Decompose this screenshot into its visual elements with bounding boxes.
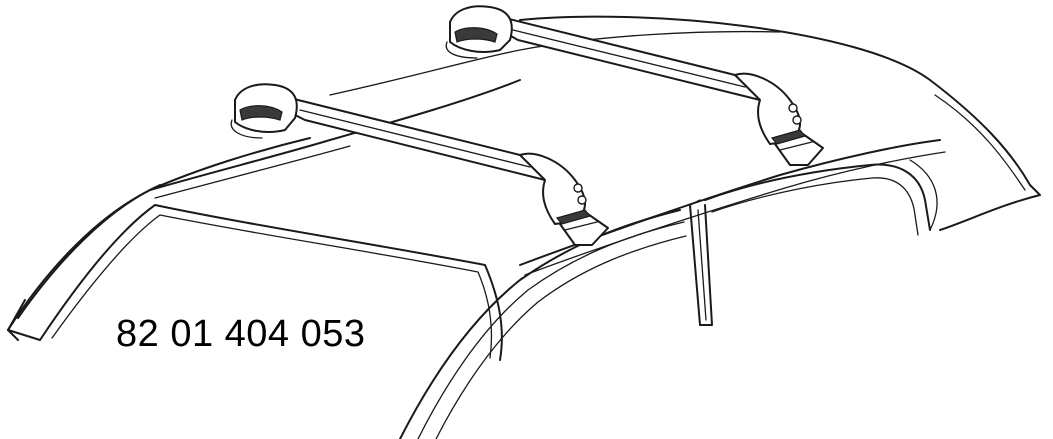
roof-panel [7,15,1041,331]
windscreen-frame [7,204,503,361]
rear-roof-bar [445,5,824,166]
part-number-label: 82 01 404 053 [116,313,366,355]
side-pillars [399,163,931,439]
front-roof-bar [230,83,609,246]
